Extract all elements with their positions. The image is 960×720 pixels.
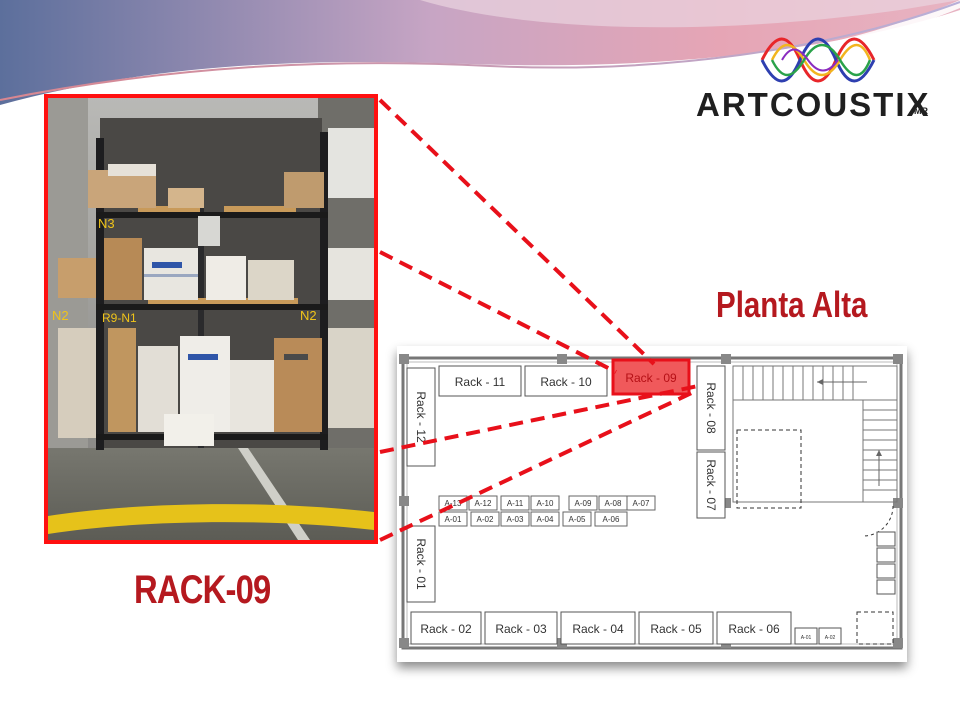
rack-08 [696, 365, 726, 451]
rack-label-05: Rack - 05 [650, 622, 702, 636]
floor-plan-drawing: Rack - 11 Rack - 10 Rack - 09 Rack - 02 … [399, 354, 903, 650]
bin-a02: A-02 [825, 635, 836, 641]
aisle-a07: A-07 [633, 499, 650, 508]
rack-label-04: Rack - 04 [572, 622, 624, 636]
aisle-a06: A-06 [603, 515, 620, 524]
aisle-a05: A-05 [569, 515, 586, 524]
bin-a01: A-01 [801, 635, 812, 641]
aisle-a12: A-12 [475, 499, 492, 508]
rack-label-09: Rack - 09 [625, 371, 677, 385]
brand-wordmark: ARTCOUSTIX [696, 86, 931, 123]
aisle-a10: A-10 [537, 499, 554, 508]
aisle-a11: A-11 [507, 499, 524, 508]
aisle-a02: A-02 [477, 515, 494, 524]
rack-04 [560, 611, 636, 645]
brand-logo: ARTCOUSTIX MR [696, 30, 936, 130]
rack-label-10: Rack - 10 [540, 375, 592, 389]
shelf-label-n2-right: N2 [300, 308, 317, 323]
aisle-a13: A-13 [445, 499, 462, 508]
rack-label-08: Rack - 08 [704, 382, 718, 434]
rack-05 [638, 611, 714, 645]
floor-title: Planta Alta [716, 284, 868, 325]
rack-label: RACK-09 [134, 568, 271, 612]
aisle-a04: A-04 [537, 515, 554, 524]
shelf-label-n2-left: N2 [52, 308, 69, 323]
aisle-a03: A-03 [507, 515, 524, 524]
rack-label-12: Rack - 12 [414, 391, 428, 443]
rack-label-01: Rack - 01 [414, 538, 428, 590]
aisle-a08: A-08 [605, 499, 622, 508]
floor-plan: Rack - 11 Rack - 10 Rack - 09 Rack - 02 … [397, 346, 907, 662]
rack-label-03: Rack - 03 [495, 622, 547, 636]
rack-photo: N3 N2 R9-N1 N2 [44, 94, 378, 544]
brand-registered-mark: MR [914, 106, 928, 116]
shelf-label-n3: N3 [98, 216, 115, 231]
rack-label-07: Rack - 07 [704, 459, 718, 511]
rack-label-02: Rack - 02 [420, 622, 472, 636]
aisle-a01: A-01 [445, 515, 462, 524]
rack-02 [410, 611, 482, 645]
rack-label-11: Rack - 11 [455, 375, 506, 389]
aisle-a09: A-09 [575, 499, 592, 508]
warehouse-shelf-illustration: N3 N2 R9-N1 N2 [48, 98, 374, 540]
shelf-label-r9-n1: R9-N1 [102, 311, 137, 325]
rack-06 [716, 611, 792, 645]
sound-wave-logo-icon [760, 37, 876, 83]
rack-03 [484, 611, 558, 645]
rack-label-06: Rack - 06 [728, 622, 780, 636]
